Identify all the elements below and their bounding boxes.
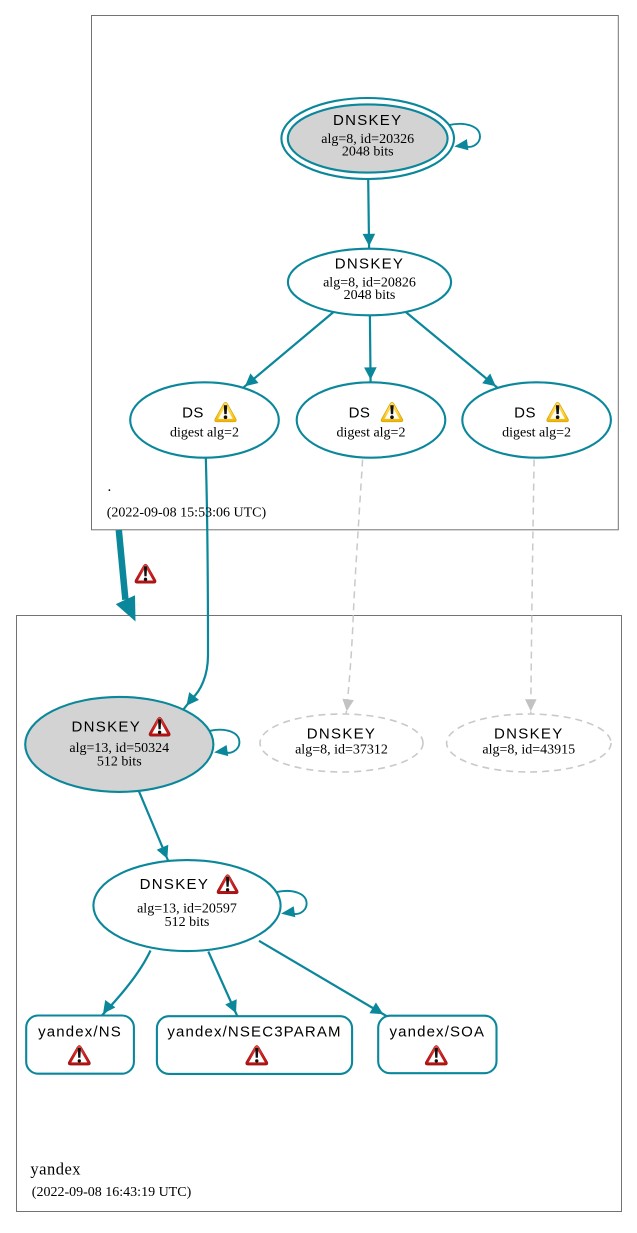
svg-text:DNSKEY: DNSKEY [140, 876, 210, 893]
svg-text:DNSKEY: DNSKEY [335, 256, 405, 273]
svg-text:alg=13, id=20597: alg=13, id=20597 [137, 902, 237, 917]
svg-text:yandex/SOA: yandex/SOA [389, 1024, 485, 1041]
svg-text:alg=8, id=20826: alg=8, id=20826 [323, 276, 416, 291]
svg-text:alg=8, id=43915: alg=8, id=43915 [482, 743, 575, 758]
svg-text:alg=13, id=50324: alg=13, id=50324 [69, 741, 169, 756]
svg-text:2048 bits: 2048 bits [342, 145, 394, 160]
svg-text:DNSKEY: DNSKEY [307, 726, 377, 743]
svg-text:2048 bits: 2048 bits [344, 288, 396, 303]
svg-text:(2022-09-08 16:43:19 UTC): (2022-09-08 16:43:19 UTC) [32, 1185, 192, 1200]
svg-text:alg=8, id=20326: alg=8, id=20326 [321, 132, 414, 147]
svg-text:512 bits: 512 bits [97, 755, 142, 770]
svg-text:DNSKEY: DNSKEY [333, 112, 403, 129]
svg-text:512 bits: 512 bits [165, 915, 210, 930]
svg-text:DS: DS [514, 405, 536, 422]
svg-text:.: . [108, 479, 112, 495]
svg-text:yandex/NSEC3PARAM: yandex/NSEC3PARAM [167, 1024, 341, 1041]
svg-text:DNSKEY: DNSKEY [494, 726, 564, 743]
svg-text:DS: DS [182, 405, 204, 422]
svg-text:yandex: yandex [30, 1160, 81, 1179]
svg-text:digest alg=2: digest alg=2 [337, 426, 406, 441]
svg-text:alg=8, id=37312: alg=8, id=37312 [295, 743, 388, 758]
svg-text:digest alg=2: digest alg=2 [502, 426, 571, 441]
svg-text:digest alg=2: digest alg=2 [170, 426, 239, 441]
svg-text:DNSKEY: DNSKEY [72, 719, 142, 736]
svg-text:(2022-09-08 15:53:06 UTC): (2022-09-08 15:53:06 UTC) [107, 506, 267, 521]
svg-text:yandex/NS: yandex/NS [38, 1024, 122, 1041]
svg-text:DS: DS [349, 405, 371, 422]
